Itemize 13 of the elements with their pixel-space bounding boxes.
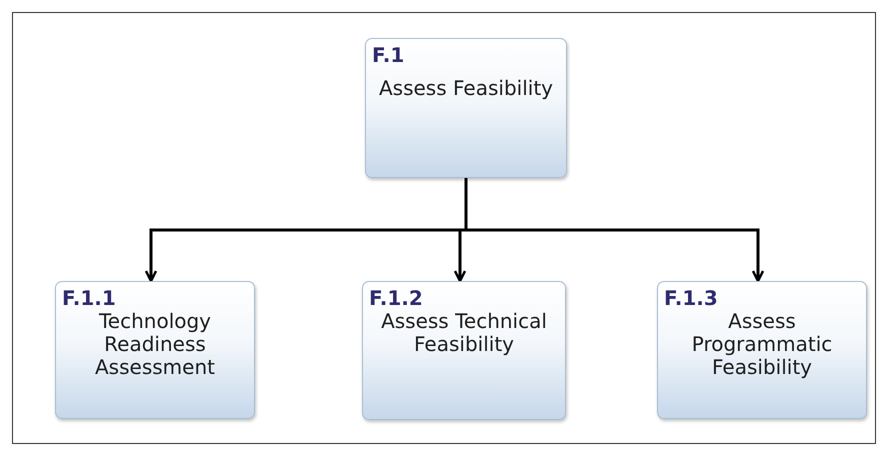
task-name: Assess Programmatic Feasibility bbox=[690, 310, 834, 379]
arrow bbox=[464, 178, 764, 282]
task-name: Assess Feasibility bbox=[378, 77, 553, 100]
process-box bbox=[365, 38, 567, 178]
task-code: F.1.1 bbox=[62, 286, 116, 310]
process-box bbox=[657, 281, 867, 419]
task-code: F.1.3 bbox=[664, 286, 718, 310]
task-name: Technology Readiness Assessment bbox=[94, 310, 216, 379]
process-box bbox=[55, 281, 255, 419]
task-code: F.1 bbox=[372, 43, 404, 67]
task-name: Assess Technical Feasibility bbox=[380, 310, 548, 356]
task-code: F.1.2 bbox=[369, 286, 423, 310]
process-box bbox=[362, 281, 566, 420]
